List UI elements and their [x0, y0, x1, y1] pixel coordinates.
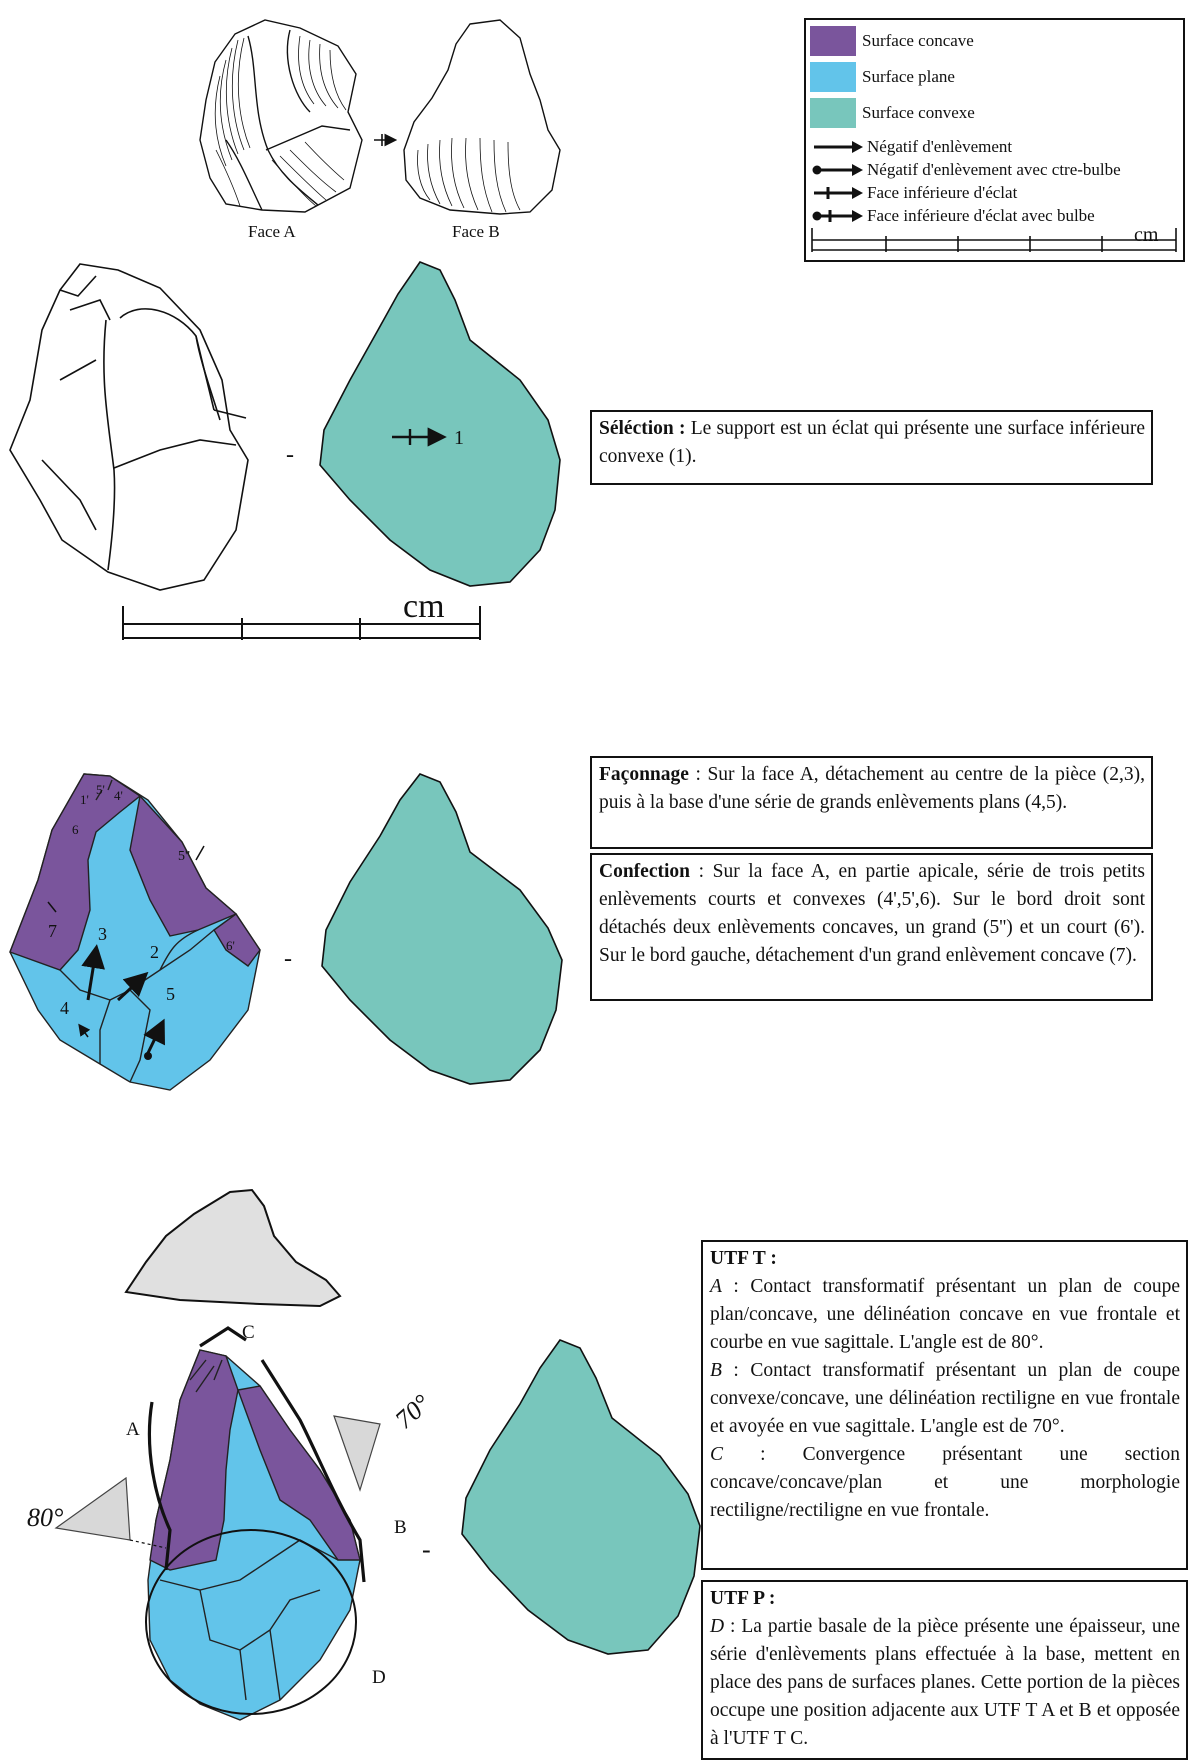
flake-ventral-face-arrow-icon: [814, 187, 863, 199]
removal-label-3: 3: [98, 924, 107, 944]
removal-label-5pp: 5'': [178, 849, 190, 864]
section2-dash: -: [284, 946, 292, 972]
legend-item-convex: Surface convexe: [810, 98, 975, 128]
utf-edge-lines: [147, 1326, 366, 1583]
utf-t-title: UTF T :: [710, 1248, 777, 1269]
section3-face-b-convex: [461, 1339, 701, 1655]
removal-label-5p: 5': [96, 782, 105, 797]
legend: Surface concave Surface plane Surface co…: [804, 18, 1185, 262]
legend-arrow-removal: Négatif d'enlèvement: [812, 137, 1012, 157]
legend-arrow-ventral-bulb: Face inférieure d'éclat avec bulbe: [812, 206, 1095, 226]
utf-t-box: UTF T : A : Contact transformatif présen…: [701, 1240, 1188, 1570]
utf-t-b-text: : Contact transformatif présentant un pl…: [710, 1360, 1180, 1437]
utf-p-title: UTF P :: [710, 1588, 776, 1609]
section-c-cross-section: [124, 1188, 342, 1308]
angle-a-label: 80°: [27, 1503, 63, 1532]
legend-arrow-label-ventral-bulb: Face inférieure d'éclat avec bulbe: [867, 206, 1095, 225]
section2-removal-arrows: [47, 845, 205, 1060]
utf-t-c-text: : Convergence présentant une section con…: [710, 1444, 1180, 1521]
legend-arrow-ventral: Face inférieure d'éclat: [812, 183, 1017, 203]
flake-ventral-face-arrow-icon: [374, 133, 398, 147]
face-a-label: Face A: [248, 222, 296, 241]
removal-label-6p: 6': [226, 938, 235, 953]
section2-face-a-colored: [9, 773, 261, 1091]
label-a: A: [126, 1419, 140, 1440]
section3-dash: -: [422, 1535, 431, 1564]
flake-arrow-1: [392, 427, 447, 447]
angle-b-label: 70°: [389, 1389, 435, 1435]
label-d: D: [372, 1667, 386, 1688]
swatch-plane: [810, 62, 856, 92]
angle-b-wedge: [333, 1415, 381, 1492]
confection-title: Confection: [599, 861, 690, 882]
section2-removal-labels: 1' 5' 4' 6 5'' 7 3 2 6' 4 5: [48, 782, 235, 1018]
scale-bar: [122, 606, 481, 640]
removal-label-4p: 4': [114, 788, 123, 803]
section1-face-b-convex: [319, 261, 561, 587]
section3-face-a-colored: [147, 1349, 361, 1721]
faconnage-box: Façonnage : Sur la face A, détachement a…: [590, 756, 1153, 849]
removal-label-6: 6: [72, 822, 79, 837]
legend-label-concave: Surface concave: [862, 31, 974, 50]
confection-box: Confection : Sur la face A, en partie ap…: [590, 853, 1153, 1001]
flake-label-1: 1: [454, 427, 464, 449]
removal-label-5: 5: [166, 984, 175, 1004]
utf-p-d-letter: D: [710, 1616, 725, 1637]
faconnage-text: : Sur la face A, détachement au centre d…: [599, 764, 1145, 813]
removal-label-7: 7: [48, 921, 57, 941]
face-a-sketch: [199, 19, 363, 213]
removal-label-4: 4: [60, 998, 69, 1018]
section1-dash: -: [286, 442, 294, 468]
face-b-label: Face B: [452, 222, 500, 241]
selection-box: Séléction : Le support est un éclat qui …: [590, 410, 1153, 485]
angle-a-wedge: [54, 1476, 167, 1549]
removal-negative-counter-bulb-arrow-icon: [812, 164, 863, 176]
scale-unit: cm: [403, 588, 445, 625]
utf-p-ellipse: [145, 1529, 357, 1715]
section1-face-a-outline: [9, 263, 249, 591]
legend-label-convex: Surface convexe: [862, 103, 975, 122]
legend-arrow-counter-bulb: Négatif d'enlèvement avec ctre-bulbe: [812, 160, 1121, 180]
legend-scale-bar: [811, 228, 1177, 252]
flake-ventral-face-bulb-arrow-icon: [812, 210, 863, 222]
legend-item-concave: Surface concave: [810, 26, 974, 56]
legend-item-plane: Surface plane: [810, 62, 955, 92]
confection-text: : Sur la face A, en partie apicale, séri…: [599, 861, 1145, 966]
utf-p-d-text: : La partie basale de la pièce présente …: [710, 1616, 1180, 1749]
utf-t-c-letter: C: [710, 1444, 724, 1465]
faconnage-title: Façonnage: [599, 764, 689, 785]
selection-title: Séléction :: [599, 418, 686, 439]
utf-t-a-text: : Contact transformatif présentant un pl…: [710, 1276, 1180, 1353]
utf-p-box: UTF P : D : La partie basale de la pièce…: [701, 1580, 1188, 1760]
face-b-sketch: [403, 19, 561, 215]
legend-arrow-label-removal: Négatif d'enlèvement: [867, 137, 1013, 156]
removal-negative-arrow-icon: [814, 141, 863, 153]
utf-t-b-letter: B: [710, 1360, 722, 1381]
legend-scale-unit: cm: [1134, 224, 1159, 246]
swatch-concave: [810, 26, 856, 56]
utf-t-a-letter: A: [710, 1276, 722, 1297]
section2-face-b-convex: [321, 773, 563, 1085]
removal-label-2: 2: [150, 942, 159, 962]
legend-label-plane: Surface plane: [862, 67, 955, 86]
legend-arrow-label-ventral: Face inférieure d'éclat: [867, 183, 1018, 202]
label-b: B: [394, 1517, 407, 1538]
removal-label-1p: 1': [80, 792, 89, 807]
legend-arrow-label-counter-bulb: Négatif d'enlèvement avec ctre-bulbe: [867, 160, 1121, 179]
swatch-convex: [810, 98, 856, 128]
selection-text: Le support est un éclat qui présente une…: [599, 418, 1146, 467]
